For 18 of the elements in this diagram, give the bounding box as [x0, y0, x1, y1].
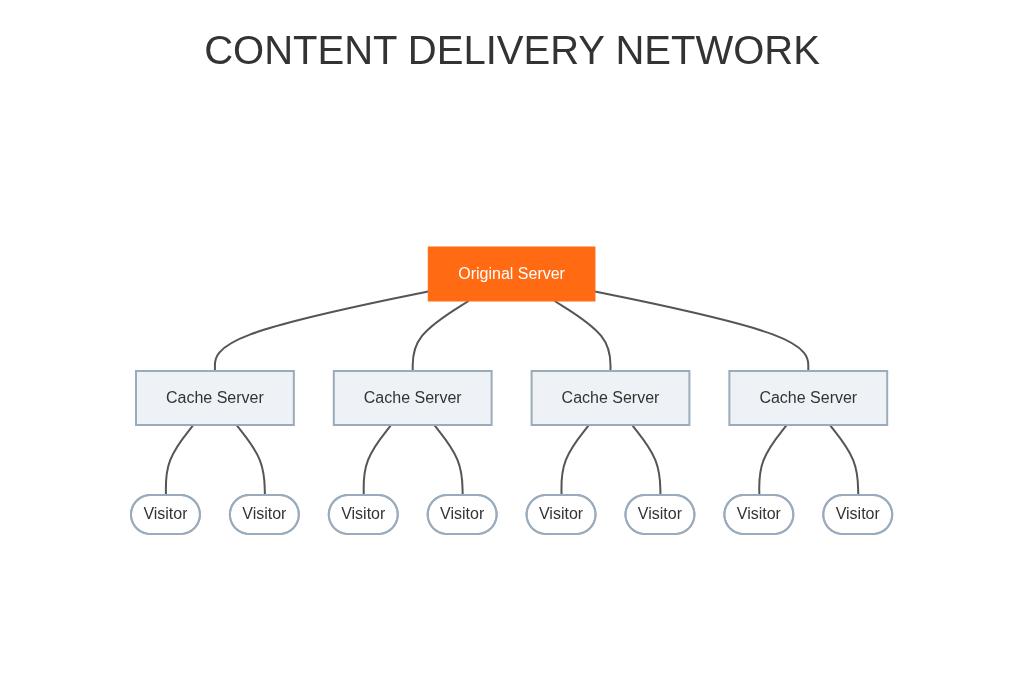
node-box: Cache Server [135, 369, 296, 426]
node-box: Original Server [428, 246, 596, 301]
connector [363, 423, 393, 496]
node-box: Cache Server [531, 369, 691, 426]
connector [758, 423, 789, 496]
connector [412, 299, 470, 372]
connector [829, 423, 860, 496]
connector [165, 423, 195, 496]
node-box: Cache Server [333, 369, 493, 426]
connector [433, 423, 465, 496]
connector [594, 289, 810, 372]
connector [560, 423, 591, 496]
connector [631, 423, 662, 496]
node-box: Cache Server [728, 369, 889, 426]
title: CONTENT DELIVERY NETWORK [203, 28, 821, 73]
connector [235, 423, 267, 496]
connector [214, 289, 430, 372]
connector [554, 299, 612, 372]
